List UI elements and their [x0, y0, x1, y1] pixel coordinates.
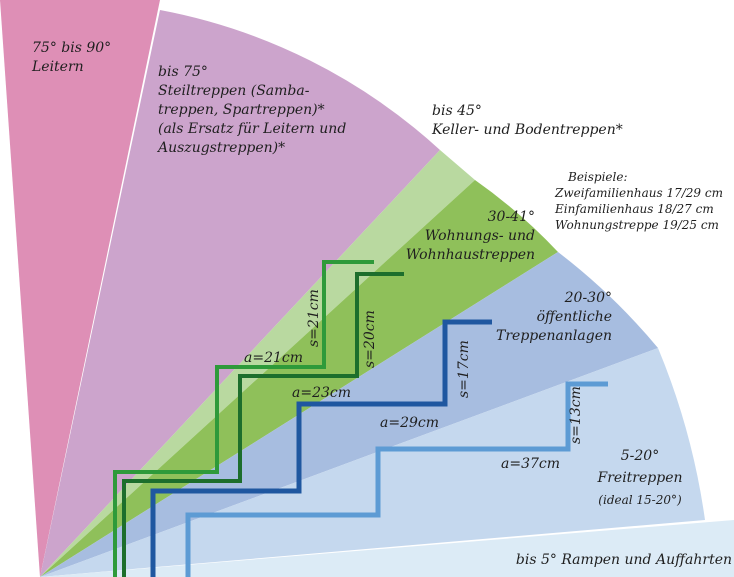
label-leitern: 75° bis 90°Leitern — [31, 40, 111, 75]
stair-blue-light — [185, 381, 608, 577]
stair-blue-dark — [150, 319, 492, 577]
stair-blue-dark-s: s=17cm — [456, 340, 472, 398]
sector-steiltreppen — [40, 10, 440, 577]
stair-blue-light-a: a=37cm — [501, 456, 560, 472]
sector-frei — [40, 348, 705, 577]
stair-green-light — [113, 260, 374, 577]
sector-leitern — [0, 0, 160, 577]
label-frei: 5-20°Freitreppen(ideal 15-20°) — [597, 448, 683, 507]
sector-oeffentlich — [40, 252, 658, 577]
label-keller: bis 45°Keller- und Bodentreppen* — [431, 103, 623, 138]
stair-green-light-a: a=21cm — [244, 350, 303, 366]
sector-rampen — [40, 520, 734, 577]
sector-wohnung — [40, 180, 558, 577]
label-rampen: bis 5° Rampen und Auffahrten — [516, 552, 732, 568]
stair-green-dark — [122, 272, 404, 577]
stair-green-dark-s: s=20cm — [362, 310, 378, 368]
stair-blue-light-s: s=13cm — [568, 386, 584, 444]
stair-blue-dark-a: a=29cm — [380, 415, 439, 431]
label-steiltreppen: bis 75°Steiltreppen (Samba-treppen, Spar… — [156, 64, 346, 156]
stair-green-dark-a: a=23cm — [292, 385, 351, 401]
stair-green-light-s: s=21cm — [306, 289, 322, 347]
